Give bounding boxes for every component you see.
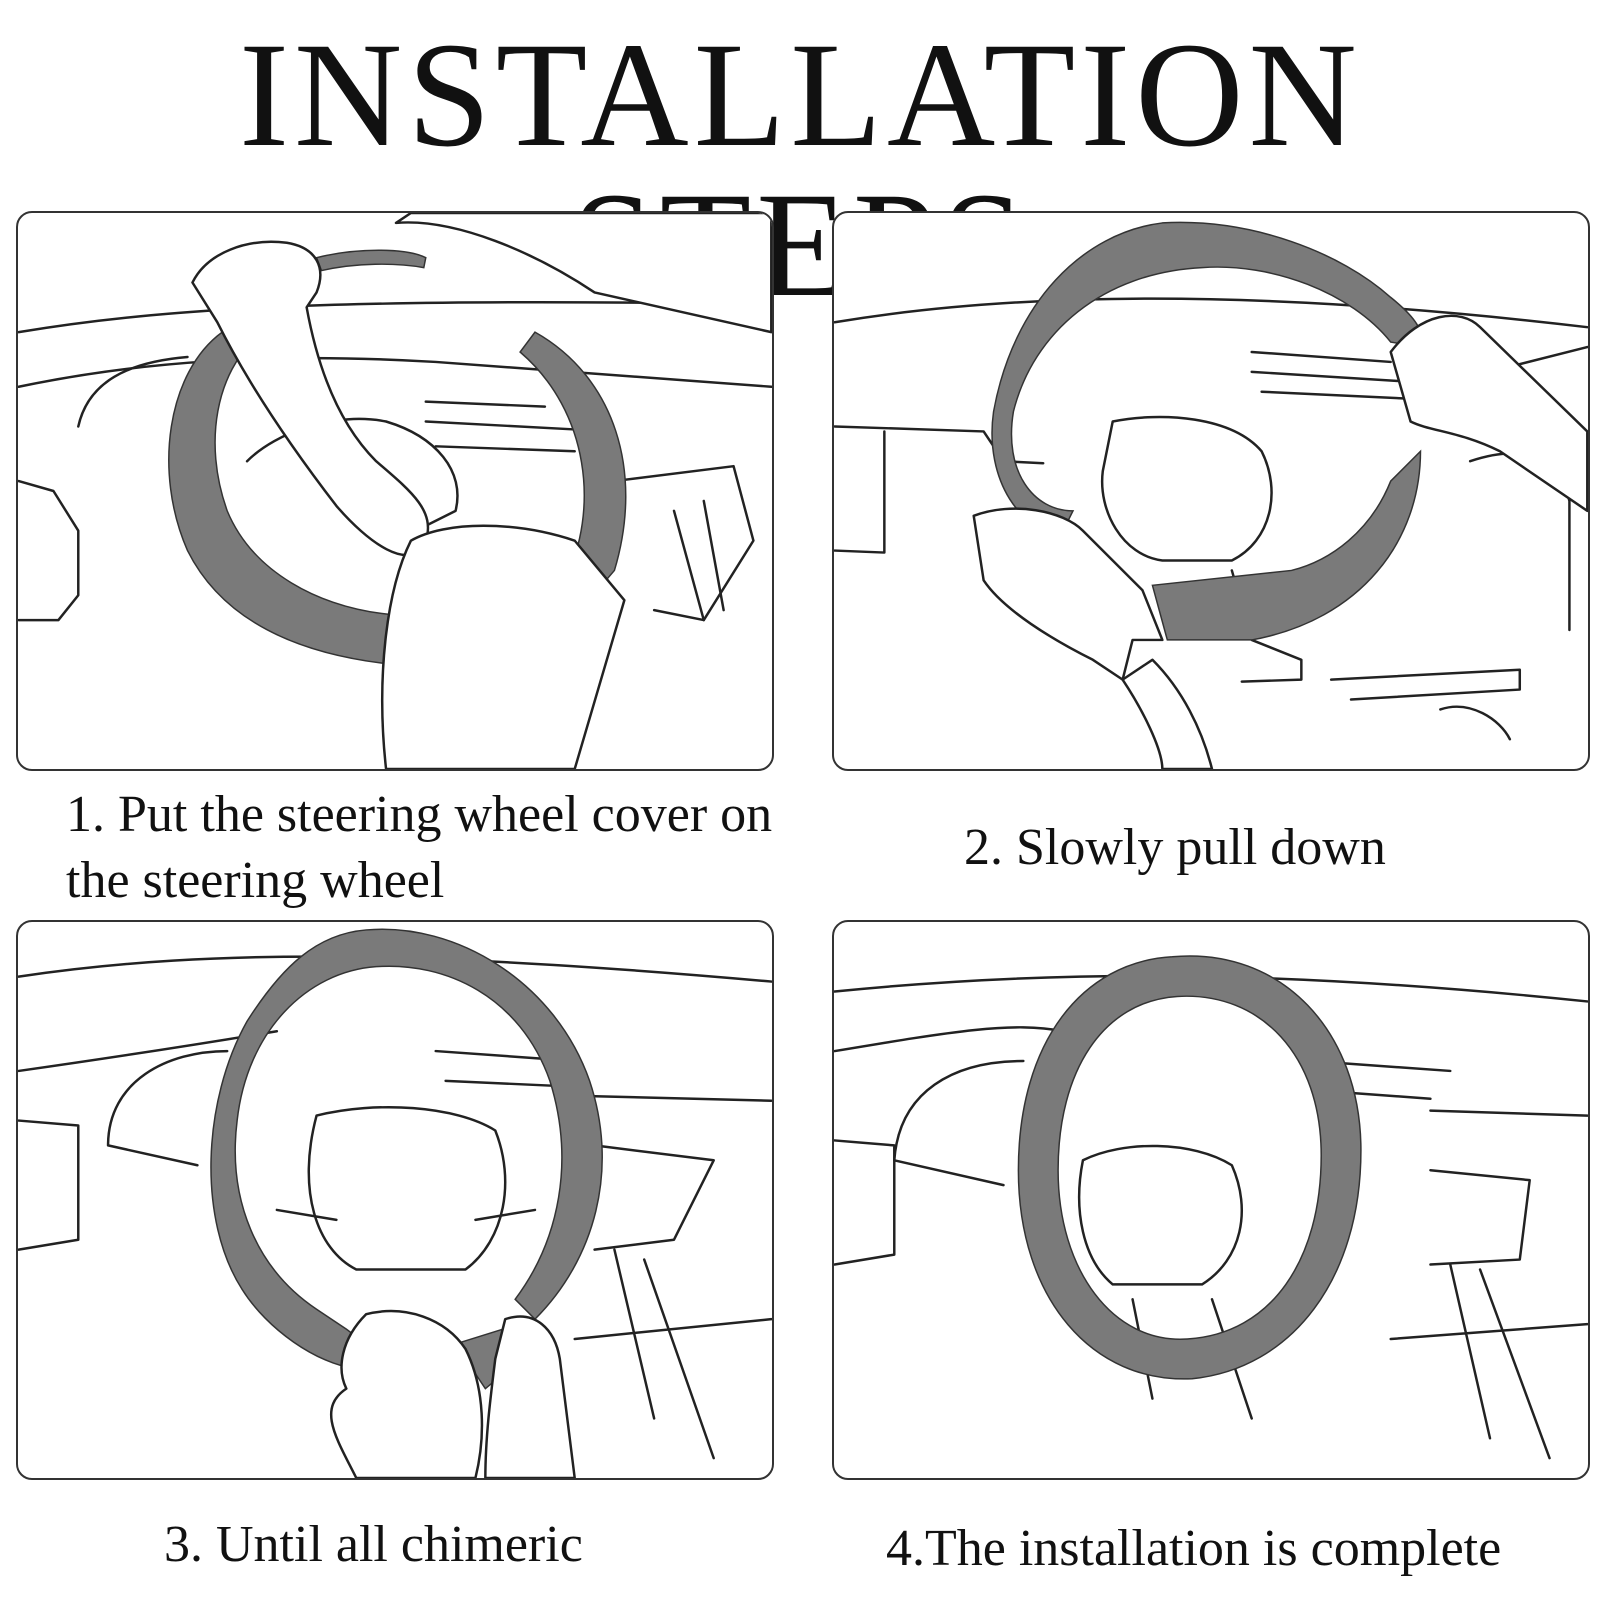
wheel-cover-top-arc xyxy=(991,221,1423,532)
step-4-drawing xyxy=(834,955,1588,1460)
step-2-caption: 2. Slowly pull down xyxy=(964,819,1386,876)
wheel-hub xyxy=(1100,415,1273,562)
instrument-cluster xyxy=(893,1059,1025,1187)
step-1-illustration xyxy=(16,211,774,771)
right-hand xyxy=(484,1315,576,1478)
left-wrist xyxy=(1121,658,1214,769)
step-3-drawing xyxy=(18,928,772,1478)
wheel-hub xyxy=(245,417,459,532)
left-hand xyxy=(972,507,1164,681)
left-vent xyxy=(18,1119,80,1251)
step-2-illustration xyxy=(832,211,1590,771)
wheel-spokes xyxy=(275,1208,537,1222)
wheel-hub xyxy=(1077,1144,1243,1286)
left-vent xyxy=(834,430,886,554)
dashboard-edge xyxy=(18,356,772,388)
step-3-caption: 3. Until all chimeric xyxy=(164,1516,583,1573)
wheel-hub xyxy=(307,1106,507,1271)
dash-trim-lines xyxy=(424,400,576,453)
console-slats xyxy=(1389,1263,1588,1460)
wheel-cover-bottom-arc xyxy=(1151,449,1422,641)
dash-trim-lines xyxy=(434,1049,772,1102)
gear-knob xyxy=(1439,705,1512,741)
instrument-cluster xyxy=(106,1049,229,1167)
step-4-illustration xyxy=(832,920,1590,1480)
step-3-illustration xyxy=(16,920,774,1480)
right-console xyxy=(593,1144,715,1251)
console-slats xyxy=(573,1248,772,1460)
step-1-drawing xyxy=(18,213,772,769)
dashboard-contour xyxy=(77,355,189,428)
right-console xyxy=(613,464,755,622)
step-1-caption: 1. Put the steering wheel cover on the s… xyxy=(66,786,773,909)
wheel-cover-top-edge xyxy=(315,249,427,272)
left-vent xyxy=(834,1139,896,1266)
right-forearm xyxy=(394,213,772,334)
left-hand xyxy=(329,1309,484,1478)
lower-arm xyxy=(381,524,626,769)
right-hand xyxy=(1389,314,1588,513)
dashboard-edge xyxy=(834,1026,1065,1053)
console-slats xyxy=(672,499,725,622)
left-hand-arm xyxy=(191,240,430,557)
dash-trim-lines xyxy=(1250,350,1432,401)
step-4-caption: 4.The installation is complete xyxy=(886,1520,1502,1577)
left-vent xyxy=(18,479,80,622)
console-shelf xyxy=(1329,668,1522,701)
step-2-drawing xyxy=(834,221,1588,769)
wheel-cover-ring xyxy=(210,928,603,1370)
dashboard-top-line xyxy=(834,297,1588,329)
wheel-cover-complete xyxy=(1017,955,1362,1380)
right-console xyxy=(1429,1168,1531,1266)
